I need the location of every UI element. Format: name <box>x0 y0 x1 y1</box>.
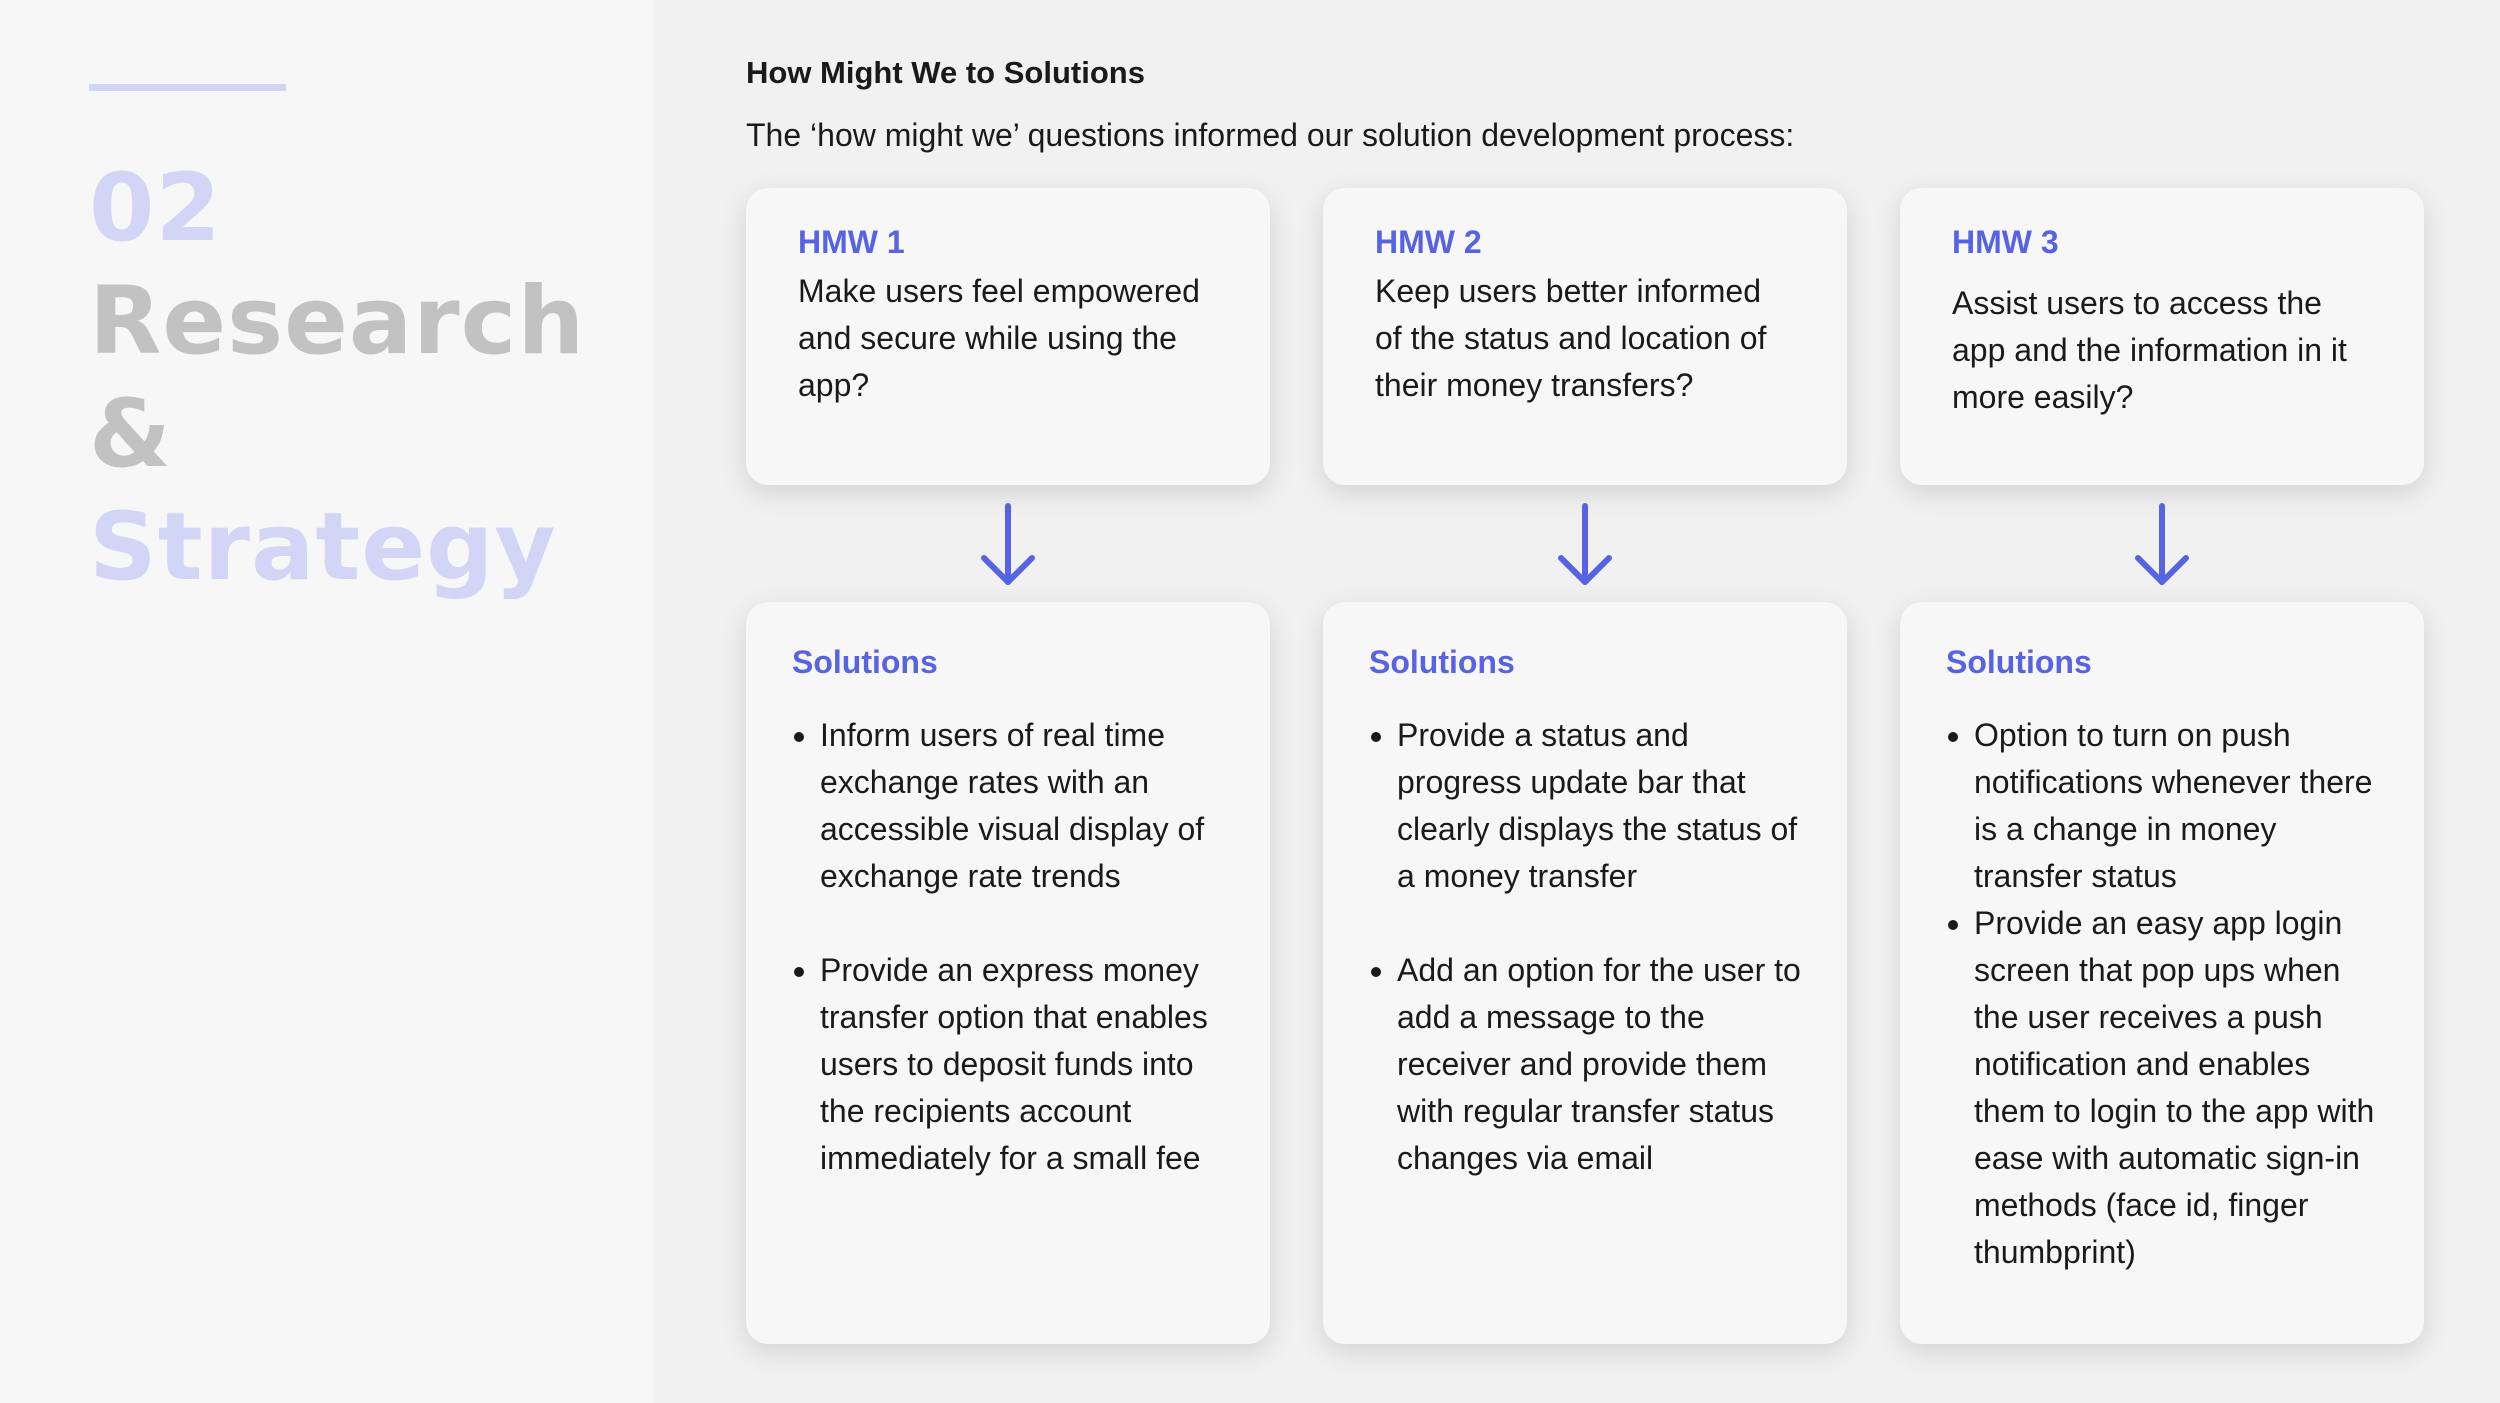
list-item: Provide an easy app login screen that po… <box>1974 900 2378 1276</box>
section-title-research: Research <box>89 267 586 376</box>
solutions-list: Inform users of real time exchange rates… <box>792 712 1224 1182</box>
hmw-card-1: HMW 1 Make users feel empowered and secu… <box>746 188 1270 485</box>
hmw-label: HMW 3 <box>1952 224 2059 260</box>
solutions-card-2: Solutions Provide a status and progress … <box>1323 602 1847 1344</box>
list-item: Inform users of real time exchange rates… <box>820 712 1224 900</box>
list-item: Option to turn on push notifications whe… <box>1974 712 2378 900</box>
hmw-question: Assist users to access the app and the i… <box>1952 285 2347 415</box>
hmw-card-3: HMW 3 Assist users to access the app and… <box>1900 188 2424 485</box>
section-title: 02 Research & Strategy <box>89 152 585 604</box>
accent-line <box>89 84 286 91</box>
solutions-label: Solutions <box>1946 644 2092 680</box>
hmw-label: HMW 1 <box>798 224 905 260</box>
section-title-strategy: Strategy <box>89 493 557 602</box>
page-heading: How Might We to Solutions <box>746 55 1145 90</box>
solutions-list: Option to turn on push notifications whe… <box>1946 712 2378 1276</box>
hmw-card-2: HMW 2 Keep users better informed of the … <box>1323 188 1847 485</box>
arrow-down-icon <box>2135 503 2189 585</box>
intro-text: The ‘how might we’ questions informed ou… <box>746 117 1795 153</box>
hmw-label: HMW 2 <box>1375 224 1482 260</box>
list-item: Provide an express money transfer option… <box>820 947 1224 1182</box>
hmw-question: Keep users better informed of the status… <box>1375 273 1767 403</box>
sidebar: 02 Research & Strategy <box>0 0 653 1403</box>
solutions-card-1: Solutions Inform users of real time exch… <box>746 602 1270 1344</box>
solutions-label: Solutions <box>1369 644 1515 680</box>
hmw-question: Make users feel empowered and secure whi… <box>798 273 1200 403</box>
section-title-ampersand: & <box>89 380 172 489</box>
list-item: Provide a status and progress update bar… <box>1397 712 1801 900</box>
list-item: Add an option for the user to add a mess… <box>1397 947 1801 1182</box>
section-number: 02 <box>89 154 222 263</box>
solutions-list: Provide a status and progress update bar… <box>1369 712 1801 1182</box>
arrow-down-icon <box>1558 503 1612 585</box>
solutions-label: Solutions <box>792 644 938 680</box>
solutions-card-3: Solutions Option to turn on push notific… <box>1900 602 2424 1344</box>
arrow-down-icon <box>981 503 1035 585</box>
